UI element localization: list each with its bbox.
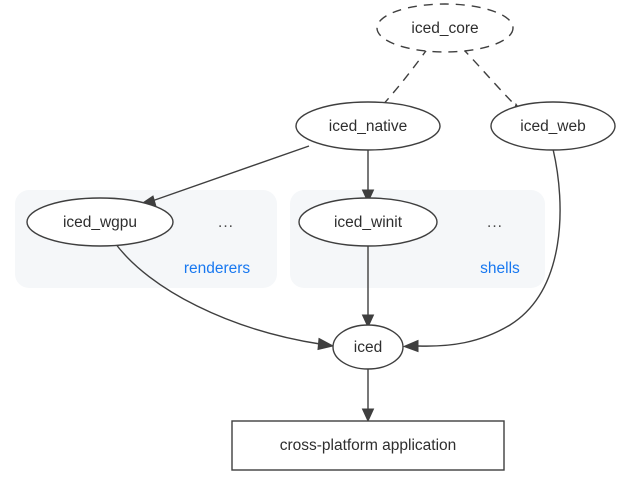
cluster-shells-ellipsis: ... — [487, 214, 503, 231]
node-iced-shape[interactable] — [332, 324, 404, 370]
node-iced-label: iced — [354, 339, 382, 356]
node-application[interactable]: cross-platform application — [231, 420, 505, 471]
node-iced-core-label: iced_core — [411, 20, 478, 37]
node-iced-web-shape[interactable] — [490, 101, 616, 151]
node-application-label: cross-platform application — [280, 437, 457, 454]
node-iced-core-shape[interactable] — [376, 3, 514, 53]
edge-iced-web-to-iced — [402, 148, 561, 353]
cluster-renderers-label: renderers — [184, 260, 251, 277]
edge-iced-core-to-iced-web — [461, 47, 526, 117]
node-iced-winit-label: iced_winit — [334, 214, 403, 231]
node-iced-web[interactable]: iced_web — [490, 101, 616, 151]
node-iced-core[interactable]: iced_core — [376, 3, 514, 53]
node-iced-native[interactable]: iced_native — [295, 101, 441, 151]
node-iced[interactable]: iced — [332, 324, 404, 370]
edge-iced-native-to-iced-winit — [361, 149, 375, 204]
cluster-renderers-ellipsis: ... — [218, 214, 234, 231]
node-iced-wgpu[interactable]: iced_wgpu — [26, 197, 174, 247]
node-iced-web-label: iced_web — [520, 118, 586, 135]
edge-iced-winit-to-iced — [361, 246, 375, 329]
arrowhead-iced-from-wgpu — [317, 337, 335, 351]
arrowhead-iced-from-web — [402, 339, 419, 353]
edge-iced-to-application — [361, 369, 375, 423]
arrowhead-iced-from-winit — [361, 314, 375, 329]
node-iced-wgpu-shape[interactable] — [26, 197, 174, 247]
cluster-shells-label: shells — [480, 260, 520, 277]
arrowhead-iced-winit — [361, 189, 375, 204]
node-iced-wgpu-label: iced_wgpu — [63, 214, 137, 231]
edge-iced-wgpu-to-iced — [114, 242, 335, 351]
node-iced-native-shape[interactable] — [295, 101, 441, 151]
node-iced-winit-shape[interactable] — [298, 197, 438, 247]
node-application-shape[interactable] — [231, 420, 505, 471]
node-iced-winit[interactable]: iced_winit — [298, 197, 438, 247]
node-iced-native-label: iced_native — [329, 118, 407, 135]
arrowhead-application — [361, 408, 375, 423]
